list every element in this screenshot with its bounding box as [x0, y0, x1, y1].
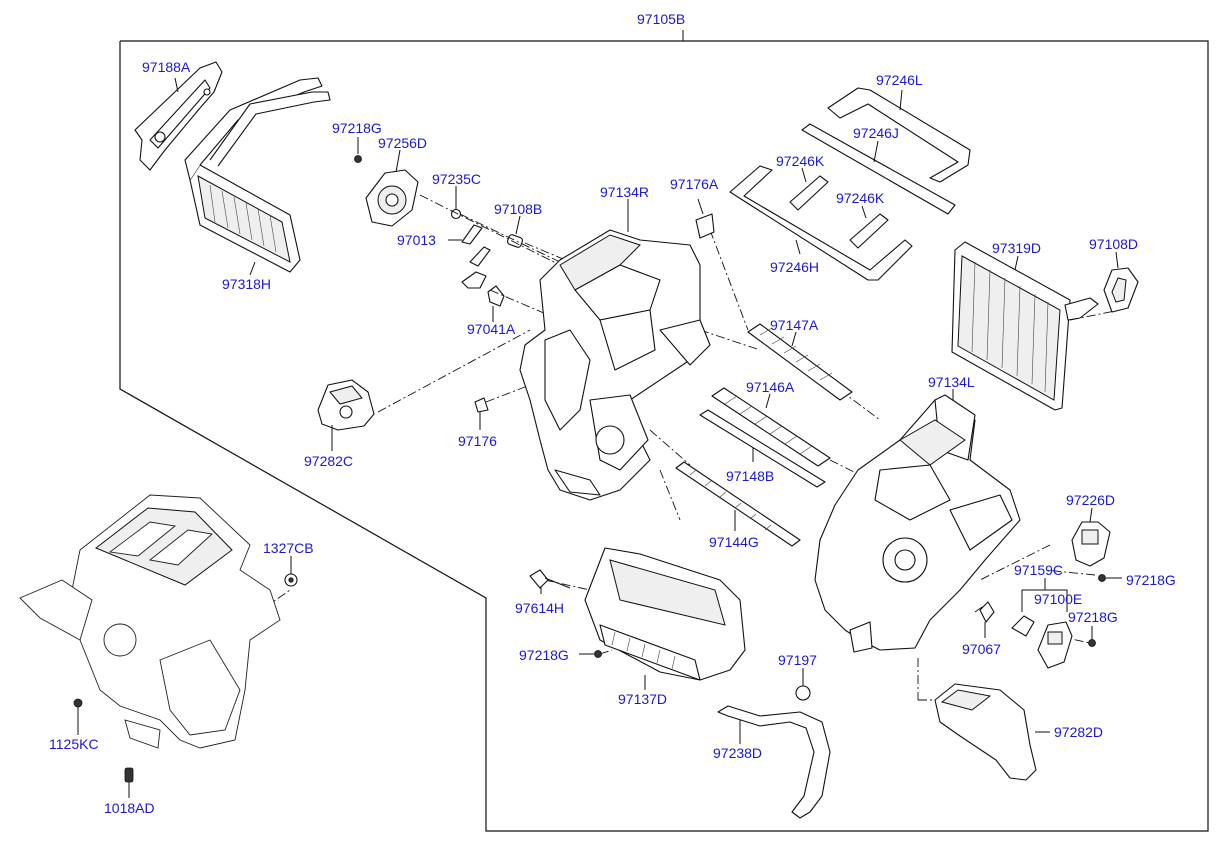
label-97013[interactable]: 97013	[397, 232, 436, 248]
part-97282C-actuator[interactable]	[317, 379, 375, 451]
part-1018AD-bolt[interactable]	[124, 767, 134, 798]
label-97067[interactable]: 97067	[962, 641, 1001, 657]
label-1018AD[interactable]: 1018AD	[104, 800, 155, 816]
part-97226D-actuator[interactable]	[1071, 507, 1111, 567]
part-97188A-bracket[interactable]	[134, 61, 223, 171]
label-97246L[interactable]: 97246L	[876, 72, 923, 88]
part-97013-lever[interactable]	[448, 224, 491, 289]
label-97108B[interactable]: 97108B	[494, 201, 542, 217]
label-97246J[interactable]: 97246J	[853, 125, 899, 141]
label-97134R[interactable]: 97134R	[600, 184, 649, 200]
part-97238D-hose[interactable]	[717, 705, 831, 819]
part-97246K-seal-a[interactable]	[789, 167, 829, 211]
part-97148B-door[interactable]	[699, 409, 826, 488]
label-97246K-a[interactable]: 97246K	[776, 153, 825, 169]
assembly-frame	[119, 30, 1209, 832]
label-97218G-top[interactable]: 97218G	[332, 120, 382, 136]
part-97246L-seal[interactable]	[827, 87, 971, 183]
part-97134L-case-left[interactable]	[814, 389, 1021, 653]
part-97218G-screw-right-upper[interactable]	[1098, 574, 1123, 582]
part-97041A-link[interactable]	[487, 285, 505, 322]
label-97318H[interactable]: 97318H	[222, 276, 271, 292]
label-97614H[interactable]: 97614H	[515, 600, 564, 616]
part-assembled-heater-unit[interactable]	[19, 494, 281, 749]
part-97218G-screw-top[interactable]	[354, 137, 362, 163]
part-97159C-bracket[interactable]	[1011, 578, 1068, 637]
part-97197-plug[interactable]	[795, 668, 811, 701]
label-97134L[interactable]: 97134L	[928, 374, 975, 390]
part-97176-clip[interactable]	[474, 397, 489, 430]
part-97319D-evaporator[interactable]	[951, 241, 1099, 411]
part-97235C-clip[interactable]	[450, 186, 462, 220]
label-97218G-right-upper[interactable]: 97218G	[1126, 572, 1176, 588]
part-97108D-grommet[interactable]	[1103, 251, 1139, 313]
label-97137D[interactable]: 97137D	[618, 691, 667, 707]
part-97146A-door[interactable]	[711, 387, 831, 467]
part-97256D-actuator[interactable]	[365, 149, 419, 227]
label-97246K-b[interactable]: 97246K	[836, 190, 885, 206]
part-97246K-seal-b[interactable]	[849, 205, 889, 249]
label-97235C[interactable]: 97235C	[432, 171, 481, 187]
label-97188A[interactable]: 97188A	[142, 59, 191, 75]
label-97256D[interactable]: 97256D	[378, 135, 427, 151]
part-97100E-actuator[interactable]	[1037, 621, 1073, 669]
part-97147A-door[interactable]	[747, 323, 853, 401]
label-97105B[interactable]: 97105B	[637, 11, 685, 27]
label-97218G-bottom[interactable]: 97218G	[519, 647, 569, 663]
label-97282C[interactable]: 97282C	[304, 453, 353, 469]
label-97146A[interactable]: 97146A	[746, 379, 795, 395]
part-97282D-duct[interactable]	[934, 683, 1050, 781]
part-97176A-pad[interactable]	[695, 198, 715, 239]
part-97108B-grommet[interactable]	[507, 215, 524, 248]
label-1327CB[interactable]: 1327CB	[263, 540, 314, 556]
part-1125KC-bolt[interactable]	[73, 698, 83, 735]
label-97148B[interactable]: 97148B	[726, 468, 774, 484]
part-97218G-screw-bottom[interactable]	[579, 650, 602, 658]
label-97218G-right-lower[interactable]: 97218G	[1068, 609, 1118, 625]
label-97319D[interactable]: 97319D	[992, 240, 1041, 256]
label-97246H[interactable]: 97246H	[770, 259, 819, 275]
label-97147A[interactable]: 97147A	[770, 317, 819, 333]
part-97246J-seal[interactable]	[801, 123, 956, 215]
part-97218G-screw-right-lower[interactable]	[1088, 626, 1096, 647]
part-97144G-door[interactable]	[675, 461, 801, 547]
part-97614H-sensor[interactable]	[529, 569, 571, 594]
part-97067-lever[interactable]	[979, 601, 995, 638]
part-97134R-case-right[interactable]	[519, 199, 711, 501]
part-97318H-heater-core[interactable]	[184, 77, 331, 276]
part-97137D-lower-case[interactable]	[584, 547, 746, 690]
part-1327CB-nut[interactable]	[284, 556, 298, 587]
label-97041A[interactable]: 97041A	[467, 321, 516, 337]
label-97238D[interactable]: 97238D	[713, 745, 762, 761]
label-97100E[interactable]: 97100E	[1034, 591, 1082, 607]
label-97176[interactable]: 97176	[458, 433, 497, 449]
label-97197[interactable]: 97197	[778, 652, 817, 668]
label-1125KC[interactable]: 1125KC	[49, 736, 99, 752]
label-97176A[interactable]: 97176A	[670, 176, 719, 192]
label-97282D[interactable]: 97282D	[1054, 724, 1103, 740]
label-97159C[interactable]: 97159C	[1014, 562, 1063, 578]
label-97144G[interactable]: 97144G	[709, 534, 759, 550]
part-97246H-seal[interactable]	[729, 165, 913, 281]
label-97108D[interactable]: 97108D	[1089, 236, 1138, 252]
label-97226D[interactable]: 97226D	[1066, 492, 1115, 508]
